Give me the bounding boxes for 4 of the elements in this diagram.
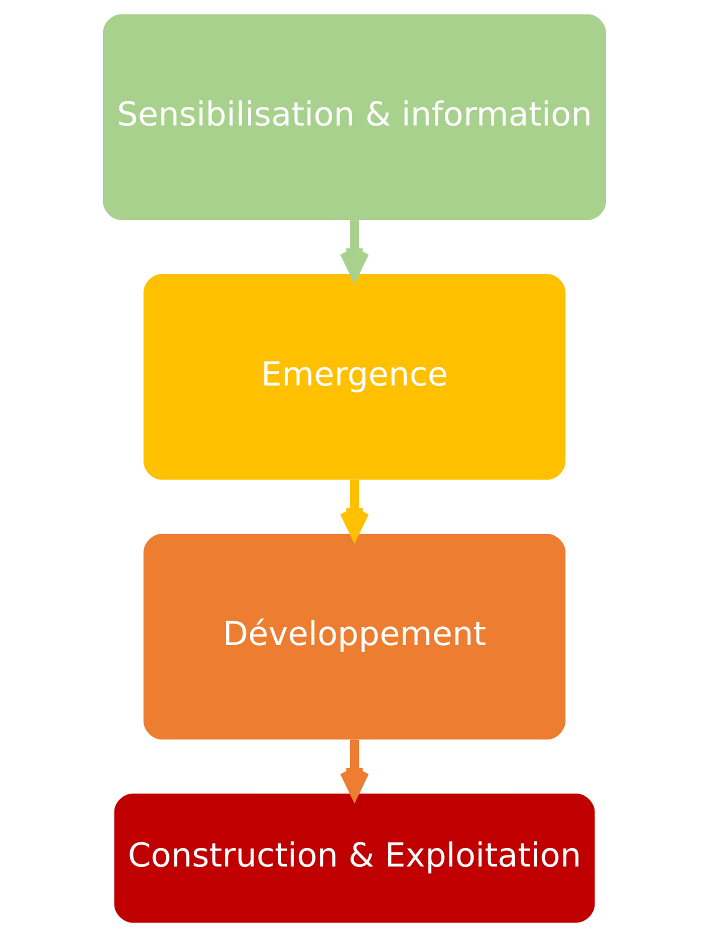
node-box: Emergence — [143, 274, 565, 480]
node-box: Construction & Exploitation — [114, 794, 594, 923]
node-box: Sensibilisation & information — [102, 14, 606, 220]
node-box: Développement — [143, 534, 565, 740]
